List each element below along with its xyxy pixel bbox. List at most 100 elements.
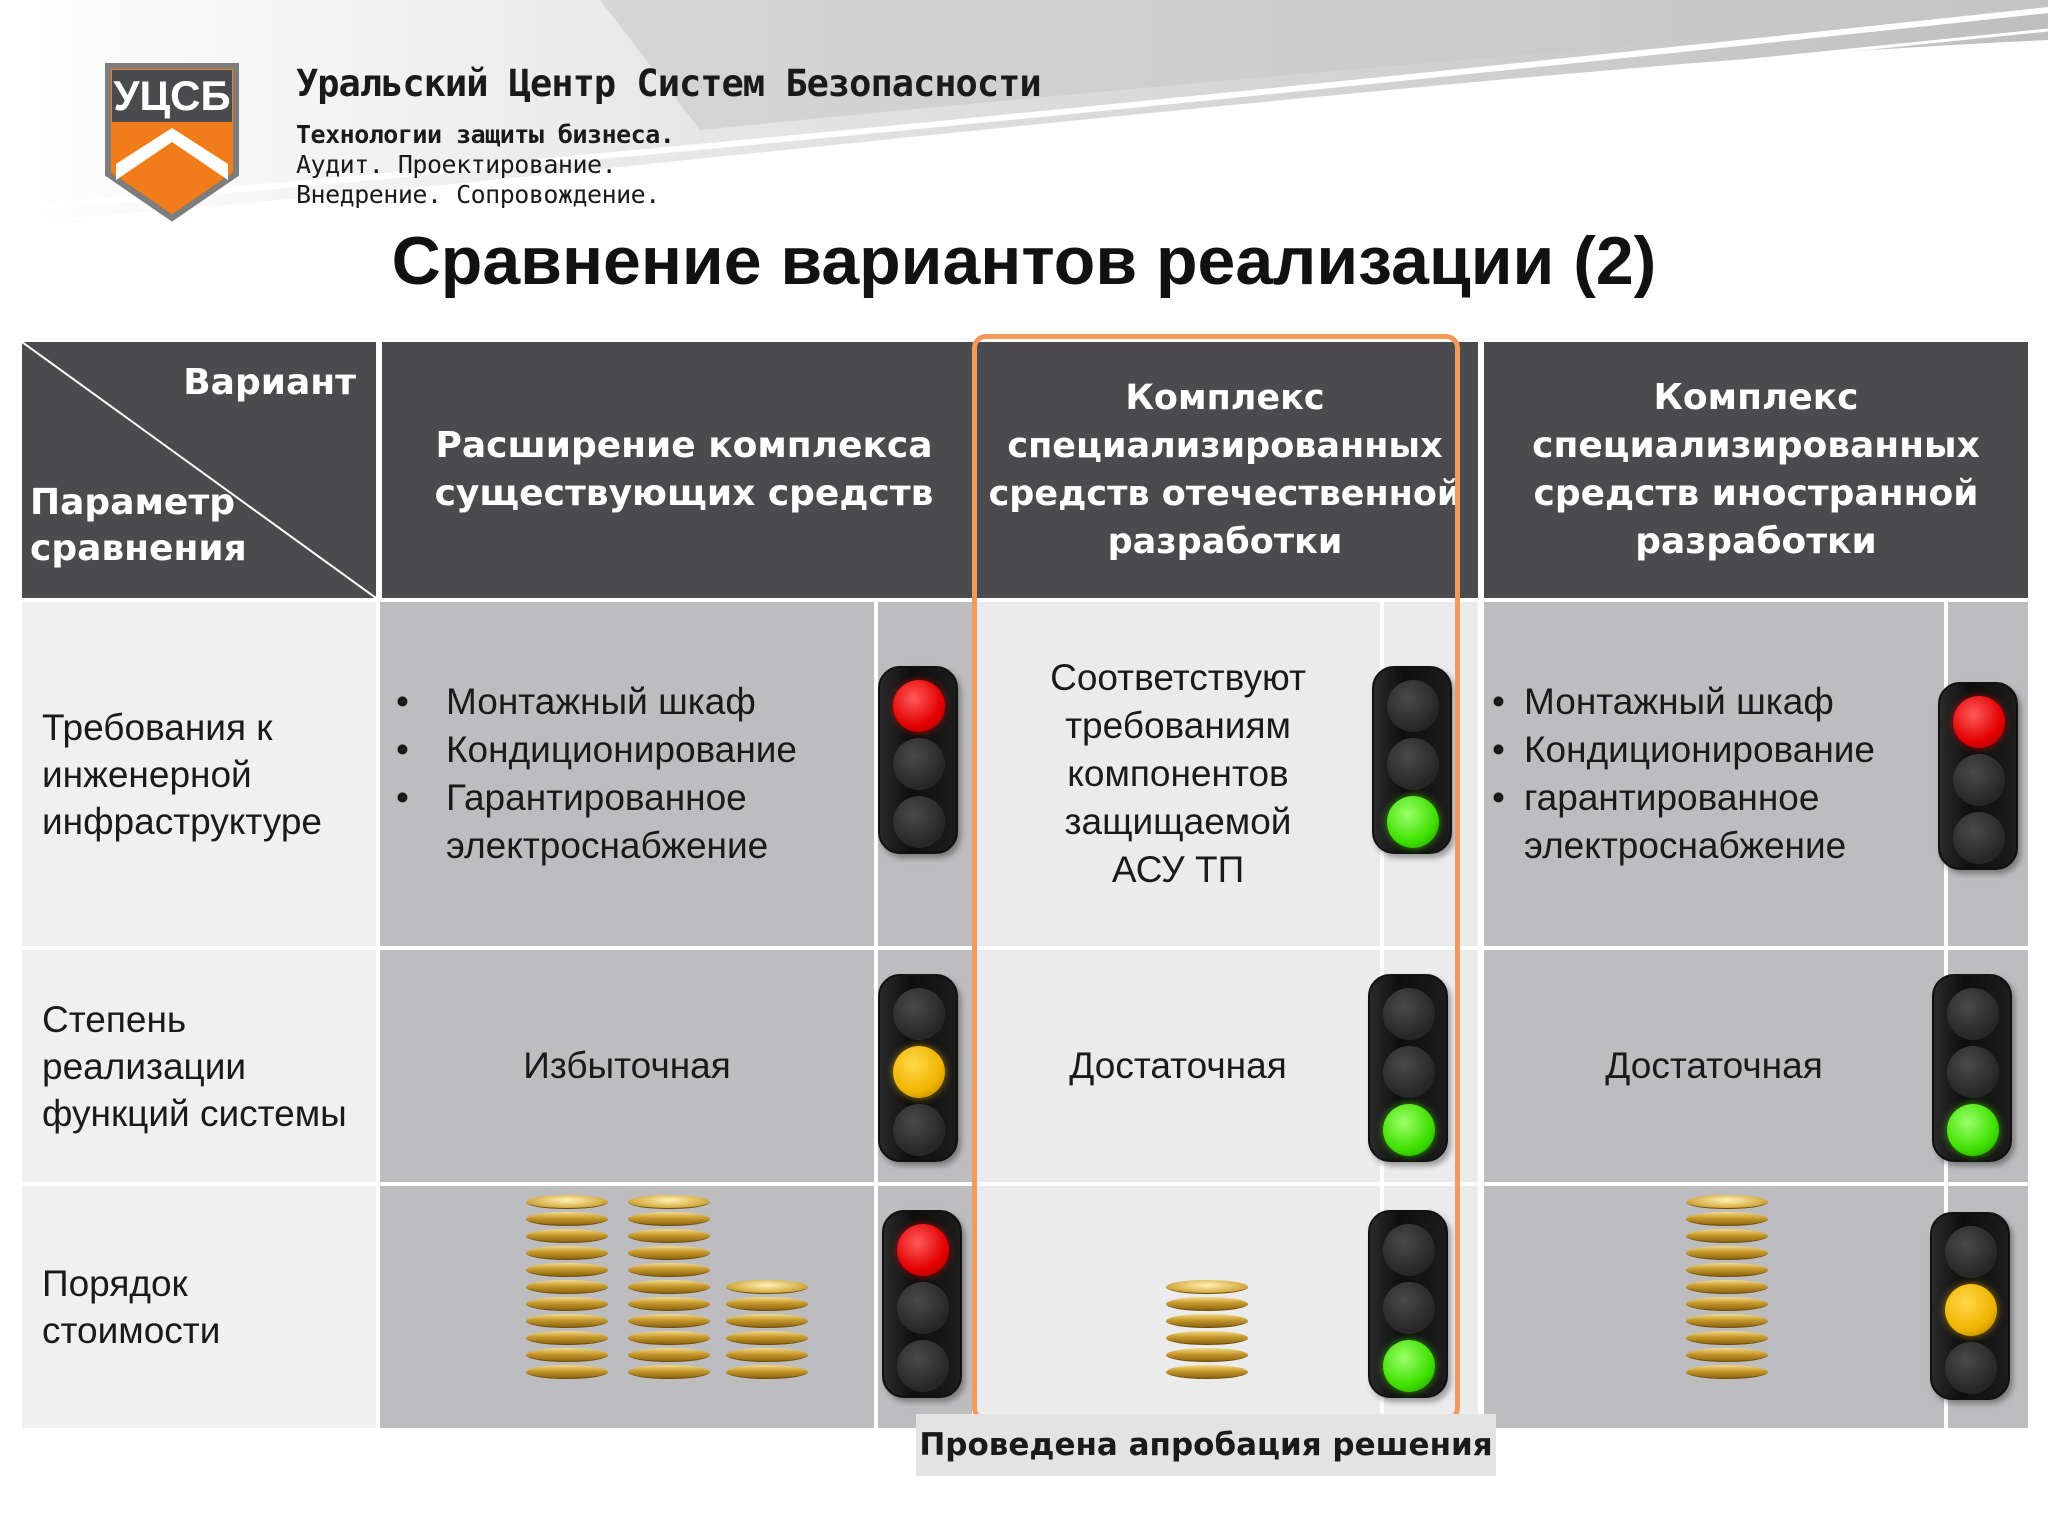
coin [1686,1195,1768,1209]
lamp-green [1383,1340,1435,1392]
text-line: требованиям [1065,705,1291,746]
column-header-foreign: Комплекс специализированных средств инос… [1484,342,2028,598]
list-item: электроснабжение [1524,825,1847,866]
cell-func-foreign: Достаточная [1484,950,1944,1182]
lamp-yellow [897,1282,949,1334]
lamp-red [1945,1226,1997,1278]
lamp-red [897,1224,949,1276]
coin [628,1280,710,1294]
corner-param-line-2: сравнения [30,528,247,569]
coin [1686,1314,1768,1328]
page-title: Сравнение вариантов реализации (2) [391,223,1657,299]
coin [526,1195,608,1209]
cell-infra-domestic: Соответствуют требованиям компонентов за… [976,602,1380,946]
lamp-green [897,1340,949,1392]
traffic-light-icon [1932,974,2012,1162]
lamp-green [1947,1104,1999,1156]
list-item: Гарантированное [380,774,797,822]
coin [1686,1365,1768,1379]
coin [1686,1331,1768,1345]
traffic-light-icon [1372,666,1452,854]
coin [726,1348,808,1362]
lamp-yellow [1387,738,1439,790]
coin [726,1314,808,1328]
lamp-red [893,988,945,1040]
lamp-red [1383,988,1435,1040]
lamp-yellow [1947,1046,1999,1098]
list-item: Монтажный шкаф [380,678,797,726]
coin [526,1365,608,1379]
coin [1166,1314,1248,1328]
traffic-light-icon [1930,1212,2010,1400]
lamp-green [1387,796,1439,848]
lamp-yellow [1383,1046,1435,1098]
lamp-red [893,680,945,732]
cell-infra-existing: Монтажный шкаф Кондиционирование Гаранти… [380,602,874,946]
corner-variant-label: Вариант [183,362,356,403]
lamp-yellow [893,1046,945,1098]
coin [628,1246,710,1260]
coin-stack-icon [526,1195,608,1392]
coin [1166,1297,1248,1311]
coin [628,1212,710,1226]
coin-stack-icon [1166,1280,1248,1392]
coin [726,1331,808,1345]
coin [1686,1229,1768,1243]
lamp-red [1387,680,1439,732]
column-header-domestic: Комплекс специализированных средств отеч… [972,342,1478,598]
lamp-yellow [1383,1282,1435,1334]
traffic-light-icon [882,1210,962,1398]
cell-func-existing: Избыточная [380,950,874,1182]
coin [526,1348,608,1362]
comparison-table: Вариант Параметр сравнения Расширение ко… [22,342,2028,1428]
coin [1166,1365,1248,1379]
coin-stack-icon [628,1195,710,1392]
param-infrastructure: Требования к инженерной инфраструктуре [22,602,376,946]
corner-param-line-1: Параметр [30,482,235,523]
param-cost: Порядок стоимости [22,1186,376,1428]
coin [628,1195,710,1209]
coin [628,1263,710,1277]
lamp-green [1945,1342,1997,1394]
approval-note: Проведена апробация решения [916,1414,1496,1476]
tagline-3: Внедрение. Сопровождение. [296,180,660,209]
lamp-yellow [893,738,945,790]
list-item: Монтажный шкаф [1484,678,1875,726]
coin [526,1314,608,1328]
coin [628,1229,710,1243]
lamp-red [1383,1224,1435,1276]
list-item: гарантированное [1484,774,1875,822]
tagline-2: Аудит. Проектирование. [296,150,617,179]
traffic-light-icon [878,666,958,854]
coin-stack-icon [726,1280,808,1392]
cell-infra-foreign: Монтажный шкаф Кондиционирование гаранти… [1484,602,1944,946]
traffic-light-icon [1368,1210,1448,1398]
coin [1166,1348,1248,1362]
coin [1686,1297,1768,1311]
lamp-green [1953,812,2005,864]
coin [628,1348,710,1362]
coin [1686,1263,1768,1277]
coin [526,1297,608,1311]
coin [1686,1212,1768,1226]
coin-stack-icon [1686,1195,1768,1392]
diagonal-line [22,342,376,598]
param-functions: Степень реализации функций системы [22,950,376,1182]
lamp-yellow [1953,754,2005,806]
tagline-1: Технологии защиты бизнеса. [296,120,675,149]
coin [526,1280,608,1294]
coin [726,1297,808,1311]
lamp-green [893,1104,945,1156]
logo-text: УЦСБ [113,72,230,119]
lamp-red [1953,696,2005,748]
list-item: Кондиционирование [1484,726,1875,774]
coin [628,1365,710,1379]
coin [628,1331,710,1345]
coin [1686,1348,1768,1362]
text-line: компонентов [1067,753,1289,794]
text-line: Соответствуют [1050,657,1306,698]
company-name: Уральский Центр Систем Безопасности [296,62,1042,105]
header-swoosh [0,0,2048,230]
traffic-light-icon [1938,682,2018,870]
column-header-existing: Расширение комплекса существующих средст… [382,342,986,598]
